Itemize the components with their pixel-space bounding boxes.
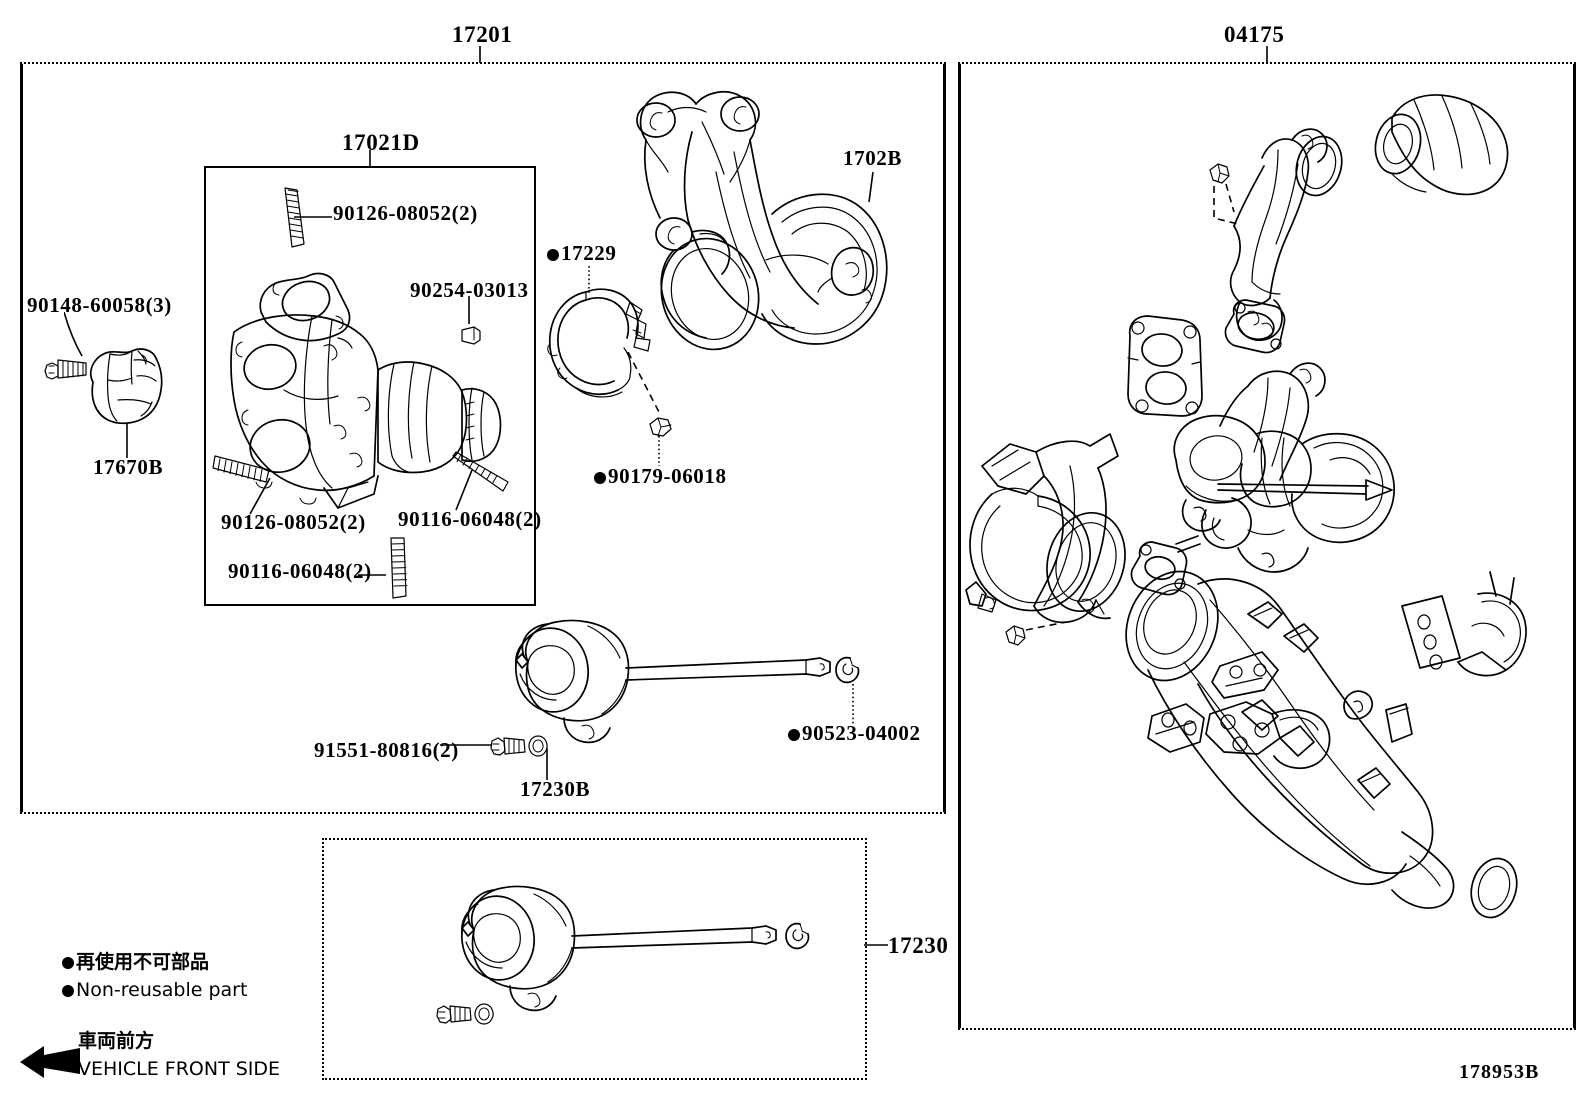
group-frame-17201 [20, 62, 946, 814]
callout-leader-91551-80816 [440, 744, 492, 746]
sub-bottom-ring-gasket [1046, 511, 1126, 613]
legend-non-reusable-en: Non-reusable part [62, 981, 247, 1000]
subgroup-frame-17021D [204, 166, 536, 606]
callout-17670B: 17670B [93, 455, 164, 479]
part-drawing-04175-assembly [965, 94, 1527, 919]
callout-leader-90254-03013 [468, 296, 470, 324]
callout-17229: 17229 [547, 243, 617, 264]
subgroup-label-17021D: 17021D [342, 130, 420, 155]
group-label-04175: 04175 [1224, 22, 1285, 47]
sub-gasket-twin-port [1127, 315, 1203, 417]
part-drawing-90179-06018-nut [649, 417, 672, 437]
legend-front-en: VEHICLE FRONT SIDE [78, 1058, 281, 1080]
group-label-17230: 17230 [888, 933, 949, 958]
callout-leader-17229 [588, 266, 590, 294]
part-drawing-stud-bottom-right [452, 451, 509, 492]
non-reusable-dot-17229 [547, 249, 559, 261]
callout-leader-17670B [126, 424, 128, 458]
sub-catalytic-body-top [1374, 94, 1509, 196]
legend-non-reusable-jp-text: 再使用不可部品 [76, 951, 210, 973]
callout-90254-03013: 90254-03013 [410, 278, 529, 302]
callout-leader-17230B [546, 748, 548, 780]
legend-non-reusable-en-text: Non-reusable part [76, 979, 248, 1001]
part-drawing-stud-vertical [390, 537, 408, 599]
callout-90523-04002: 90523-04002 [788, 723, 921, 744]
callout-90116-06048-bottom: 90116-06048(2) [228, 559, 372, 583]
sub-gasket-small [1130, 541, 1188, 596]
callout-90126-08052-top: 90126-08052(2) [333, 201, 478, 225]
callout-leader-90179-06018 [658, 436, 660, 466]
part-drawing-17670B [44, 348, 163, 425]
group-04175-leader [1266, 46, 1268, 63]
subgroup-17021D-leader [369, 150, 371, 166]
part-drawing-cartridge-17021D [230, 272, 502, 509]
callout-1702B: 1702B [843, 146, 903, 170]
sub-upper-pipe [1229, 128, 1328, 341]
part-drawing-90254-03013 [461, 326, 481, 345]
callout-90179-06018-text: 90179-06018 [608, 464, 727, 488]
callout-90126-08052-bottom: 90126-08052(2) [221, 510, 366, 534]
callout-91551-80816: 91551-80816(2) [314, 738, 459, 762]
group-frame-17230 [322, 838, 867, 1080]
part-drawing-1702B-turbine-housing [636, 91, 888, 351]
legend-non-reusable-jp: 再使用不可部品 [62, 953, 209, 972]
group-17201-leader [479, 46, 481, 63]
callout-leader-90116-06048-bottom [358, 574, 386, 576]
part-drawing-stud-bottom-left [212, 455, 270, 483]
group-label-17201: 17201 [452, 22, 513, 47]
legend-dot-jp [62, 957, 74, 969]
callout-17230B: 17230B [520, 777, 591, 801]
callout-90116-06048-right: 90116-06048(2) [398, 507, 542, 531]
sub-gasket-oval [1224, 299, 1286, 354]
callout-leader-90148-60058 [64, 312, 83, 357]
part-drawing-stud-top [284, 187, 305, 248]
drawing-number: 178953B [1459, 1061, 1540, 1083]
callout-leader-90126-08052-bottom [249, 478, 271, 515]
non-reusable-dot-90179 [594, 472, 606, 484]
sub-heat-shield [1401, 571, 1527, 677]
callout-leader-1702B [868, 172, 874, 203]
callout-leader-90116-06048-right [455, 470, 473, 511]
callout-90148-60058: 90148-60058(3) [27, 293, 172, 317]
sub-bottom-clamp [965, 487, 1091, 613]
sub-turbocharger-center [1173, 362, 1396, 573]
callout-17229-text: 17229 [561, 241, 617, 265]
part-drawing-17230B-actuator [490, 619, 860, 757]
vehicle-front-arrow-icon [20, 1046, 80, 1078]
sub-upper-bolt [1209, 163, 1239, 225]
sub-catalytic-converter-main [1125, 570, 1518, 919]
group-17230-leader [864, 944, 888, 946]
legend-front-jp: 車両前方 [78, 1030, 155, 1052]
callout-90179-06018: 90179-06018 [594, 466, 727, 487]
part-drawing-17229-clamp [547, 288, 651, 398]
non-reusable-dot-90523 [788, 729, 800, 741]
callout-leader-90126-08052-top [294, 216, 332, 218]
callout-90523-04002-text: 90523-04002 [802, 721, 921, 745]
sub-bracket-cluster [1147, 651, 1413, 769]
part-drawing-17230-actuator [436, 885, 810, 1025]
sub-left-pipe [981, 433, 1119, 646]
legend-dot-en [62, 985, 74, 997]
